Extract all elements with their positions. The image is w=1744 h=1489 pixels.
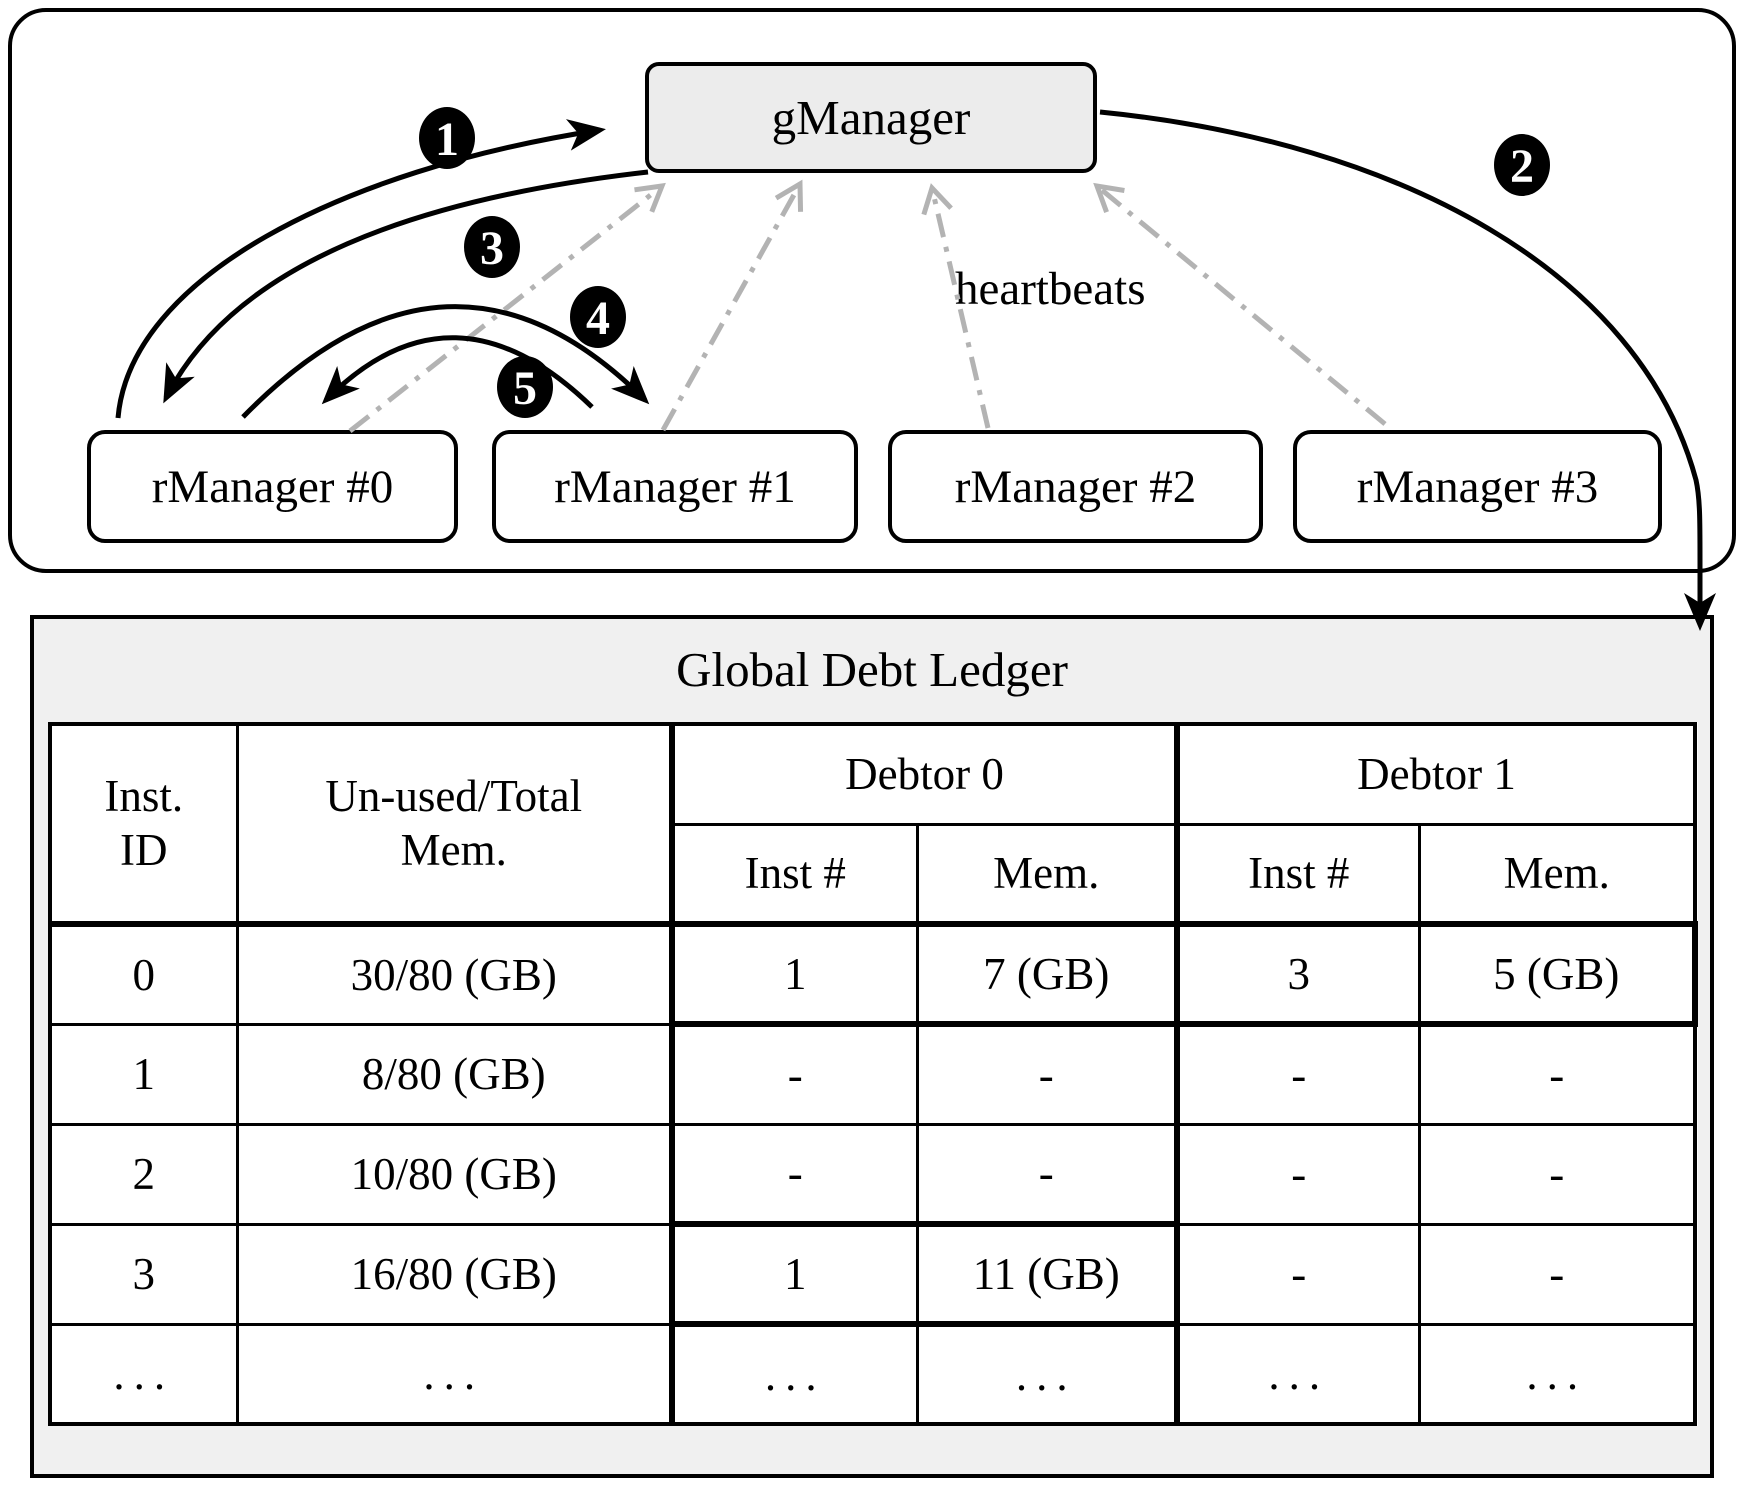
cell-debtor1-mem: - <box>1417 1122 1697 1226</box>
col-header-debtor1-mem: Mem. <box>1417 822 1697 927</box>
col-header-debtor-1: Debtor 1 <box>1174 722 1697 826</box>
cell-inst-id: 0 <box>48 922 239 1026</box>
cell-debtor0-mem: 7 (GB) <box>915 921 1179 1027</box>
cell-debtor0-inst: 1 <box>669 921 919 1027</box>
col-header-debtor-0: Debtor 0 <box>669 722 1179 826</box>
cell-debtor1-inst: - <box>1174 1022 1421 1126</box>
col-header-debtor0-mem: Mem. <box>915 822 1179 927</box>
cell-debtor0-mem: - <box>915 1022 1179 1126</box>
cell-inst-id: 2 <box>48 1122 239 1226</box>
col-header-unused-total-mem: Un-used/Total Mem. <box>235 722 674 927</box>
cell-debtor1-inst: ... <box>1174 1322 1421 1426</box>
rmanager-2-node: rManager #2 <box>888 430 1263 543</box>
cell-inst-id: 3 <box>48 1222 239 1326</box>
cell-unused-total: 10/80 (GB) <box>235 1122 674 1226</box>
cell-unused-total: 30/80 (GB) <box>235 922 674 1026</box>
rmanager-3-label: rManager #3 <box>1356 460 1599 513</box>
cell-debtor1-mem: ... <box>1417 1322 1697 1426</box>
rmanager-0-node: rManager #0 <box>87 430 458 543</box>
rmanager-1-label: rManager #1 <box>554 460 796 513</box>
cell-debtor1-mem: 5 (GB) <box>1417 921 1698 1027</box>
gmanager-node: gManager <box>645 62 1097 173</box>
rmanager-1-node: rManager #1 <box>492 430 858 543</box>
cell-unused-total: 16/80 (GB) <box>235 1222 674 1326</box>
table-row: 0 30/80 (GB) 1 7 (GB) 3 5 (GB) <box>48 921 1698 1027</box>
ledger-panel: Global Debt Ledger Inst. ID Un-used/Tota… <box>30 615 1714 1478</box>
cell-debtor1-inst: - <box>1174 1222 1421 1326</box>
cell-debtor0-mem: 11 (GB) <box>915 1221 1179 1327</box>
cell-debtor0-inst: - <box>669 1022 919 1126</box>
table-row: ... ... ... ... ... ... <box>48 1322 1697 1426</box>
ledger-table: Inst. ID Un-used/Total Mem. Debtor 0 Deb… <box>48 722 1698 1426</box>
cell-debtor0-mem: - <box>915 1122 1179 1226</box>
col-header-debtor1-inst: Inst # <box>1174 822 1421 927</box>
rmanager-3-node: rManager #3 <box>1293 430 1662 543</box>
col-header-debtor0-inst: Inst # <box>669 822 919 927</box>
cell-unused-total: ... <box>235 1322 674 1426</box>
cell-debtor1-inst: - <box>1174 1122 1421 1226</box>
cell-unused-total: 8/80 (GB) <box>235 1022 674 1126</box>
cell-inst-id: 1 <box>48 1022 239 1126</box>
rmanager-0-label: rManager #0 <box>151 460 394 513</box>
cell-debtor0-inst: - <box>669 1122 919 1226</box>
cell-debtor0-inst: ... <box>669 1322 919 1426</box>
cell-inst-id: ... <box>48 1322 239 1426</box>
heartbeats-label: heartbeats <box>955 263 1146 315</box>
gmanager-label: gManager <box>771 90 971 145</box>
cell-debtor1-mem: - <box>1417 1022 1697 1126</box>
cell-debtor0-mem: ... <box>915 1322 1179 1426</box>
cell-debtor0-inst: 1 <box>669 1221 919 1327</box>
table-row: 2 10/80 (GB) - - - - <box>48 1122 1697 1226</box>
cell-debtor1-mem: - <box>1417 1222 1697 1326</box>
ledger-title: Global Debt Ledger <box>676 642 1068 697</box>
table-row: 3 16/80 (GB) 1 11 (GB) - - <box>48 1221 1697 1327</box>
table-row: 1 8/80 (GB) - - - - <box>48 1022 1697 1126</box>
rmanager-2-label: rManager #2 <box>954 460 1197 513</box>
col-header-inst-id: Inst. ID <box>48 722 239 927</box>
cell-debtor1-inst: 3 <box>1174 921 1421 1027</box>
